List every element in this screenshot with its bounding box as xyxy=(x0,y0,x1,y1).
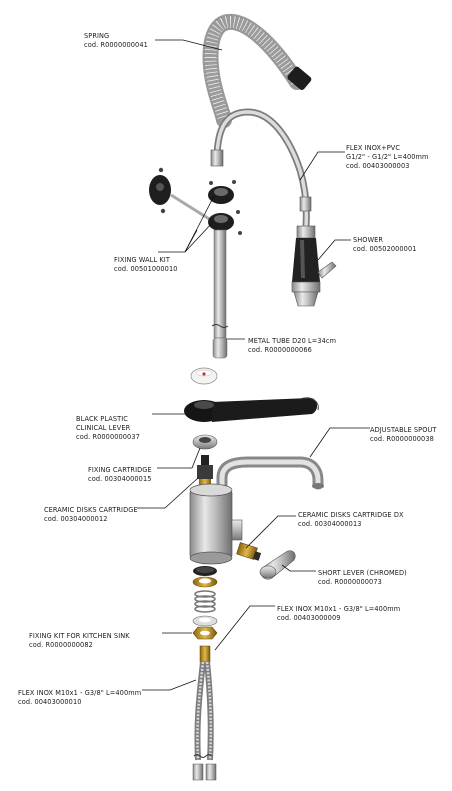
label-name-2: CLINICAL LEVER xyxy=(76,423,131,432)
label-code: cod. R0000000041 xyxy=(84,40,148,49)
label-code: cod. 00403000009 xyxy=(277,613,341,622)
label-adjustable-spout: ADJUSTABLE SPOUT cod. R0000000038 xyxy=(370,425,436,443)
label-name: FLEX INOX M10x1 - G3/8" L=400mm xyxy=(18,688,142,697)
label-code: cod. R0000000082 xyxy=(29,640,93,649)
mixer-body-part xyxy=(189,483,243,565)
label-black-plastic-lever: BLACK PLASTIC CLINICAL LEVER cod. R00000… xyxy=(76,414,140,441)
right-cartridge-part xyxy=(236,542,262,561)
label-spring: SPRING cod. R0000000041 xyxy=(84,31,148,49)
label-shower: SHOWER cod. 00502000001 xyxy=(353,235,417,253)
adjustable-spout-part xyxy=(216,456,324,496)
metal-tube-part xyxy=(211,229,229,359)
label-name: ADJUSTABLE SPOUT xyxy=(370,425,437,434)
label-fixing-wall-kit: FIXING WALL KIT cod. 00501000010 xyxy=(114,255,178,273)
label-code: cod. 00403000003 xyxy=(346,161,410,170)
label-name: METAL TUBE D20 L=34cm xyxy=(248,336,337,345)
label-code: cod. R0000000038 xyxy=(370,434,434,443)
label-name: FIXING CARTRIDGE xyxy=(88,465,152,474)
label-code: cod. 00501000010 xyxy=(114,264,178,273)
label-name: BLACK PLASTIC xyxy=(76,414,128,423)
label-name: SHOWER xyxy=(353,235,384,244)
label-short-lever: SHORT LEVER (CHROMED) cod. R0000000073 xyxy=(318,568,407,586)
label-code: cod. 00304000015 xyxy=(88,474,152,483)
label-name: FLEX INOX+PVC xyxy=(346,143,401,152)
label-name: CERAMIC DISKS CARTRIDGE xyxy=(44,505,138,514)
lever-cap-part xyxy=(190,367,218,385)
label-name: FIXING KIT FOR KITCHEN SINK xyxy=(29,631,130,640)
short-lever-part xyxy=(259,550,296,580)
label-ceramic-disks-cartridge: CERAMIC DISKS CARTRIDGE cod. 00304000012 xyxy=(44,505,138,523)
label-name: FIXING WALL KIT xyxy=(114,255,170,264)
shower-part xyxy=(291,225,337,307)
label-code: cod. 00304000012 xyxy=(44,514,108,523)
label-name: FLEX INOX M10x1 - G3/8" L=400mm xyxy=(277,604,401,613)
fixing-wall-kit-part xyxy=(149,167,242,235)
label-name: SHORT LEVER (CHROMED) xyxy=(318,568,407,577)
label-name: CERAMIC DISKS CARTRIDGE DX xyxy=(298,510,404,519)
label-flex-inox-pvc: FLEX INOX+PVC G1/2" - G1/2" L=400mm cod.… xyxy=(346,143,429,170)
label-code: cod. 00403000010 xyxy=(18,697,82,706)
label-metal-tube: METAL TUBE D20 L=34cm cod. R0000000066 xyxy=(248,336,336,354)
label-ceramic-disks-cartridge-dx: CERAMIC DISKS CARTRIDGE DX cod. 00304000… xyxy=(298,510,404,528)
leader-lines xyxy=(137,39,370,691)
label-code: cod. R0000000066 xyxy=(248,345,312,354)
label-spec: G1/2" - G1/2" L=400mm xyxy=(346,152,429,161)
flex-hose-part xyxy=(210,108,312,227)
fixing-cartridge-part xyxy=(192,434,218,450)
label-name: SPRING xyxy=(84,31,110,40)
label-fixing-kit-sink: FIXING KIT FOR KITCHEN SINK cod. R000000… xyxy=(29,631,130,649)
label-code: cod. R0000000037 xyxy=(76,432,140,441)
label-code: cod. 00304000013 xyxy=(298,519,362,528)
label-fixing-cartridge: FIXING CARTRIDGE cod. 00304000015 xyxy=(88,465,152,483)
sink-fixing-kit-part xyxy=(192,566,218,640)
flex-inox-hoses-part xyxy=(192,645,217,781)
clinical-lever-part xyxy=(184,397,319,422)
label-flex-inox-m10-left: FLEX INOX M10x1 - G3/8" L=400mm cod. 004… xyxy=(18,688,141,706)
label-code: cod. 00502000001 xyxy=(353,244,417,253)
label-code: cod. R0000000073 xyxy=(318,577,382,586)
label-flex-inox-m10-right: FLEX INOX M10x1 - G3/8" L=400mm cod. 004… xyxy=(277,604,400,622)
spring-part xyxy=(202,13,312,128)
